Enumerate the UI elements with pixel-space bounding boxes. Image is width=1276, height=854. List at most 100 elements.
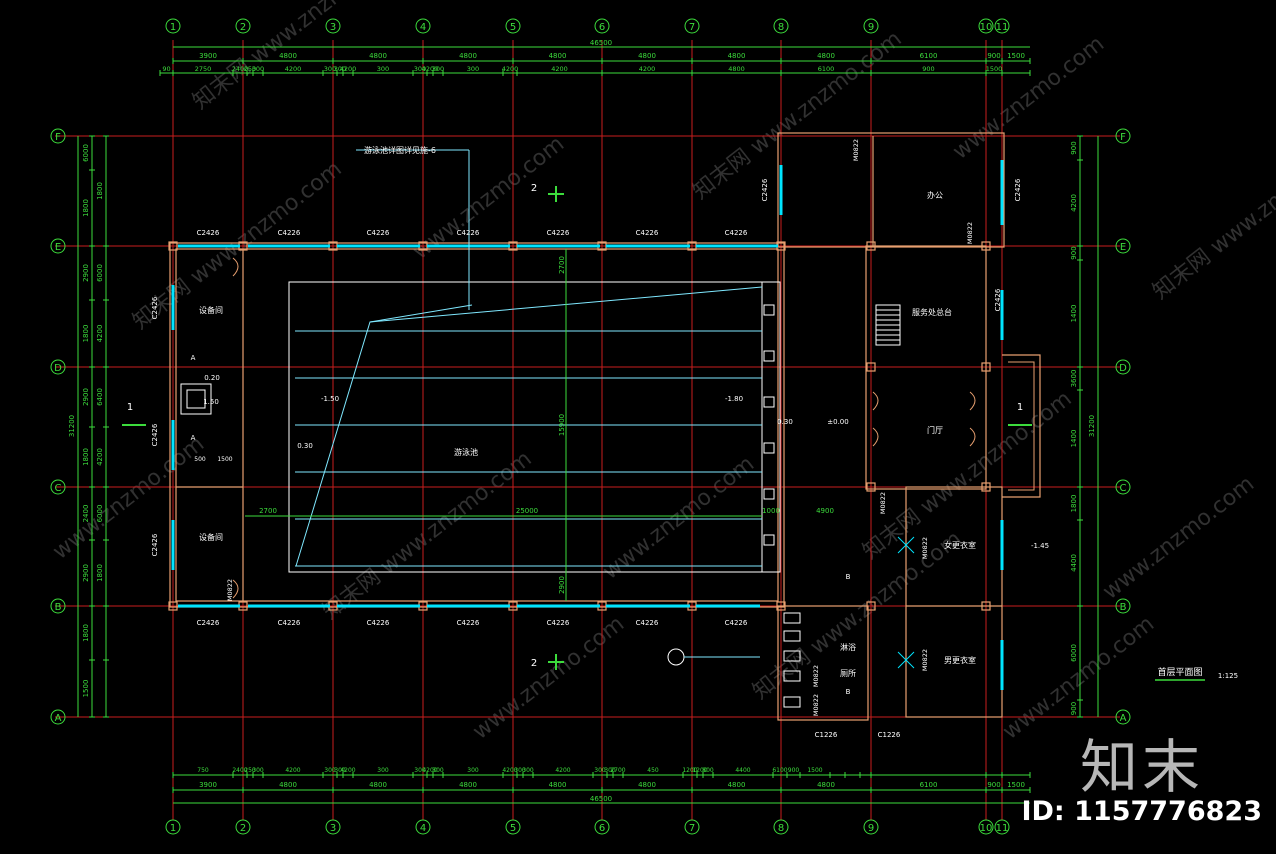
axis-bubble <box>325 819 341 835</box>
dim-label: 2900 <box>82 264 90 282</box>
dim-label: 300 <box>604 767 616 774</box>
dim-total-label: 31200 <box>1088 415 1096 437</box>
fixture <box>783 670 801 682</box>
axis-label: 1 <box>170 22 176 33</box>
pool-ladder <box>763 488 775 500</box>
axis-label: A <box>55 713 62 724</box>
dim-label: 900 <box>987 781 1000 789</box>
window-tag-top: C4226 <box>725 229 748 237</box>
door-tag: M0822 <box>921 537 929 559</box>
axis-label: 7 <box>689 22 695 33</box>
dim-label: 6000 <box>1070 644 1078 662</box>
dim-label: 4800 <box>369 52 387 60</box>
door-tag: M0822 <box>812 665 820 687</box>
pool-ladder <box>763 304 775 316</box>
window-tag-side: C2426 <box>151 423 159 446</box>
axis-label: 7 <box>689 823 695 834</box>
axis-bubble <box>978 18 994 34</box>
dim-label: 4200 <box>422 767 437 774</box>
window-tag-small: C1226 <box>878 731 901 739</box>
dim-label: 6100 <box>772 767 787 774</box>
door-swing <box>872 391 879 411</box>
window-tag-side: C2426 <box>994 288 1002 311</box>
dim-label: 4800 <box>728 52 746 60</box>
dim-label: 6100 <box>920 52 938 60</box>
axis-bubble <box>863 18 879 34</box>
dim-label: 300 <box>432 65 444 73</box>
dim-label: 300 <box>414 65 426 73</box>
dim-label: 900 <box>1070 702 1078 715</box>
dim-label: 3900 <box>199 781 217 789</box>
dim-label: 4800 <box>549 781 567 789</box>
dim-label: 4800 <box>549 52 567 60</box>
axis-bubble <box>50 598 66 614</box>
dim-label: 1400 <box>1070 430 1078 448</box>
window-tag-small: C1226 <box>815 731 838 739</box>
shower-mark <box>897 651 915 669</box>
axis-label: 4 <box>420 22 426 33</box>
elevation-label: 0.20 <box>204 374 220 382</box>
note-pool-detail: 游泳池详图详见施-6 <box>364 145 436 155</box>
dim-label: 4200 <box>96 448 104 466</box>
section-label: 1 <box>127 402 133 413</box>
axis-bubble <box>1115 598 1131 614</box>
dim-label: 300 <box>252 65 264 73</box>
dim-label: 1800 <box>82 448 90 466</box>
door-tag: M0822 <box>226 579 234 601</box>
dim-label: 500 <box>194 456 206 463</box>
dim-label: 900 <box>987 52 1000 60</box>
window-tag-bottom: C4226 <box>367 619 390 627</box>
dim-label: 4200 <box>639 65 656 73</box>
dim-label: 6400 <box>96 388 104 406</box>
column <box>981 482 991 492</box>
walls <box>168 132 1041 721</box>
axis-label: F <box>55 132 61 143</box>
elevation-label: ±0.00 <box>827 418 848 426</box>
dim-label: 300 <box>522 767 534 774</box>
window-tag-side: C2426 <box>761 178 769 201</box>
axis-label: 8 <box>778 22 784 33</box>
axis-label: E <box>55 242 61 253</box>
plan-title: 首层平面图 <box>1157 666 1202 678</box>
column <box>866 241 876 251</box>
dim-label: 4200 <box>551 65 568 73</box>
axis-label: B <box>1120 602 1127 613</box>
axis-bubble <box>505 819 521 835</box>
dim-label: 4200 <box>340 767 355 774</box>
axis-label: 6 <box>599 22 605 33</box>
column <box>866 362 876 372</box>
dim-label: 1800 <box>1070 495 1078 513</box>
door-swing <box>872 427 879 447</box>
dim-label: 300 <box>334 767 346 774</box>
dim-label: 6000 <box>96 505 104 523</box>
dim-label: 300 <box>432 767 444 774</box>
door-tag: M0822 <box>852 139 860 161</box>
axis-label: 2 <box>240 823 246 834</box>
dim-label: 4200 <box>285 65 302 73</box>
section-label: B <box>846 688 851 696</box>
window-tag-top: C4226 <box>457 229 480 237</box>
column <box>776 601 786 611</box>
entrance-canopy <box>1002 354 1041 498</box>
axis-bubble <box>165 819 181 835</box>
dim-label: 2400 <box>232 767 247 774</box>
column <box>981 362 991 372</box>
section-label: A <box>191 434 196 442</box>
axis-label: 3 <box>330 22 336 33</box>
axis-label: D <box>54 363 62 374</box>
door-tag: M0822 <box>921 649 929 671</box>
dim-total-label: 31200 <box>68 415 76 437</box>
axis-label: 5 <box>510 823 516 834</box>
axis-bubble <box>165 18 181 34</box>
dim-label: 1800 <box>82 325 90 343</box>
column <box>168 241 178 251</box>
locker-wall <box>905 486 1003 718</box>
fixture <box>783 696 801 708</box>
dim-label: 6100 <box>920 781 938 789</box>
axis-bubble <box>50 128 66 144</box>
dim-label: 1800 <box>82 199 90 217</box>
dim-label: 2750 <box>195 65 212 73</box>
pool-dim-label: 2700 <box>259 507 277 515</box>
window-tag-side: C2426 <box>151 533 159 556</box>
